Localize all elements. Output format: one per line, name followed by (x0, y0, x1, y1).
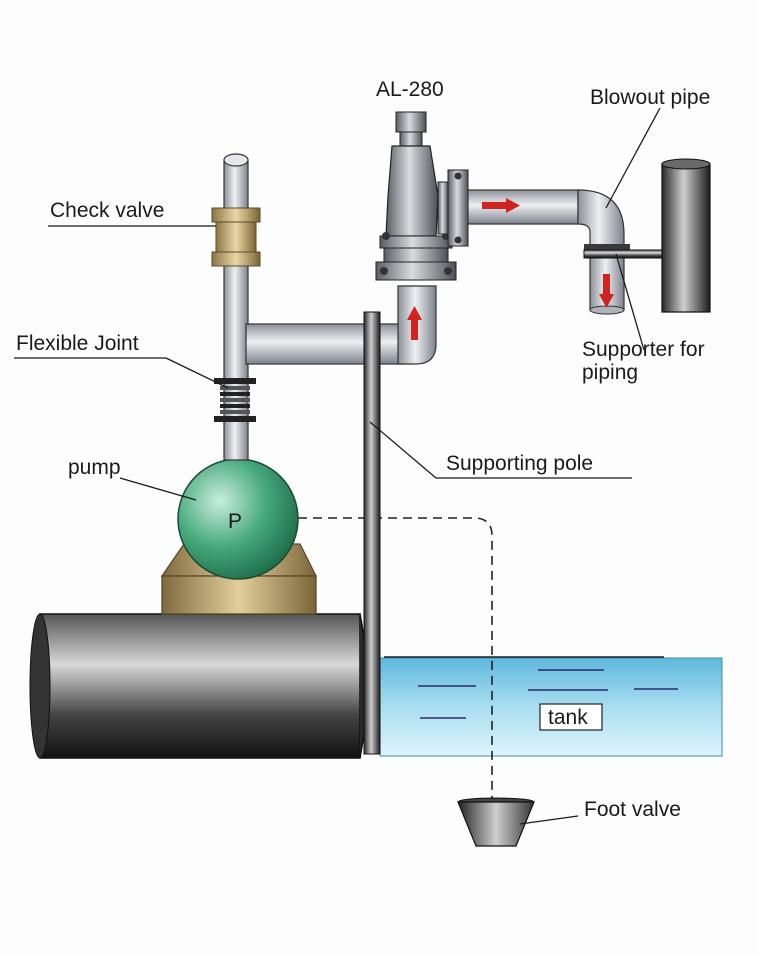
relief-valve (375, 111, 469, 281)
discharge-pipe (223, 153, 249, 461)
supporting-pole (363, 311, 381, 755)
branch-pipe (245, 285, 437, 365)
flexible-joint (214, 378, 256, 422)
supporting-pole-label: Supporting pole (446, 452, 593, 475)
support-column (661, 158, 711, 313)
blowout-pipe-label: Blowout pipe (590, 86, 710, 109)
flow-arrow-right (482, 198, 520, 213)
supporter-label-line1: Supporter for (582, 338, 705, 361)
foot-valve-label: Foot valve (584, 798, 681, 821)
supporter-label-line2: piping (582, 361, 638, 384)
pump-symbol-label: P (228, 510, 242, 533)
main-horizontal-pipe (29, 613, 368, 759)
tank-label: tank (548, 706, 588, 729)
pump-label: pump (68, 456, 121, 479)
piping-supporter (583, 244, 667, 259)
check-valve (211, 207, 261, 267)
tank-label-box (539, 703, 603, 731)
flow-arrow-down (599, 274, 614, 308)
flow-arrow-up (407, 306, 422, 340)
check-valve-label: Check valve (50, 199, 164, 222)
flexible-joint-label: Flexible Joint (16, 332, 139, 355)
leader-lines (14, 107, 661, 825)
foot-valve (457, 797, 535, 847)
valve-model-label: AL-280 (376, 78, 444, 101)
